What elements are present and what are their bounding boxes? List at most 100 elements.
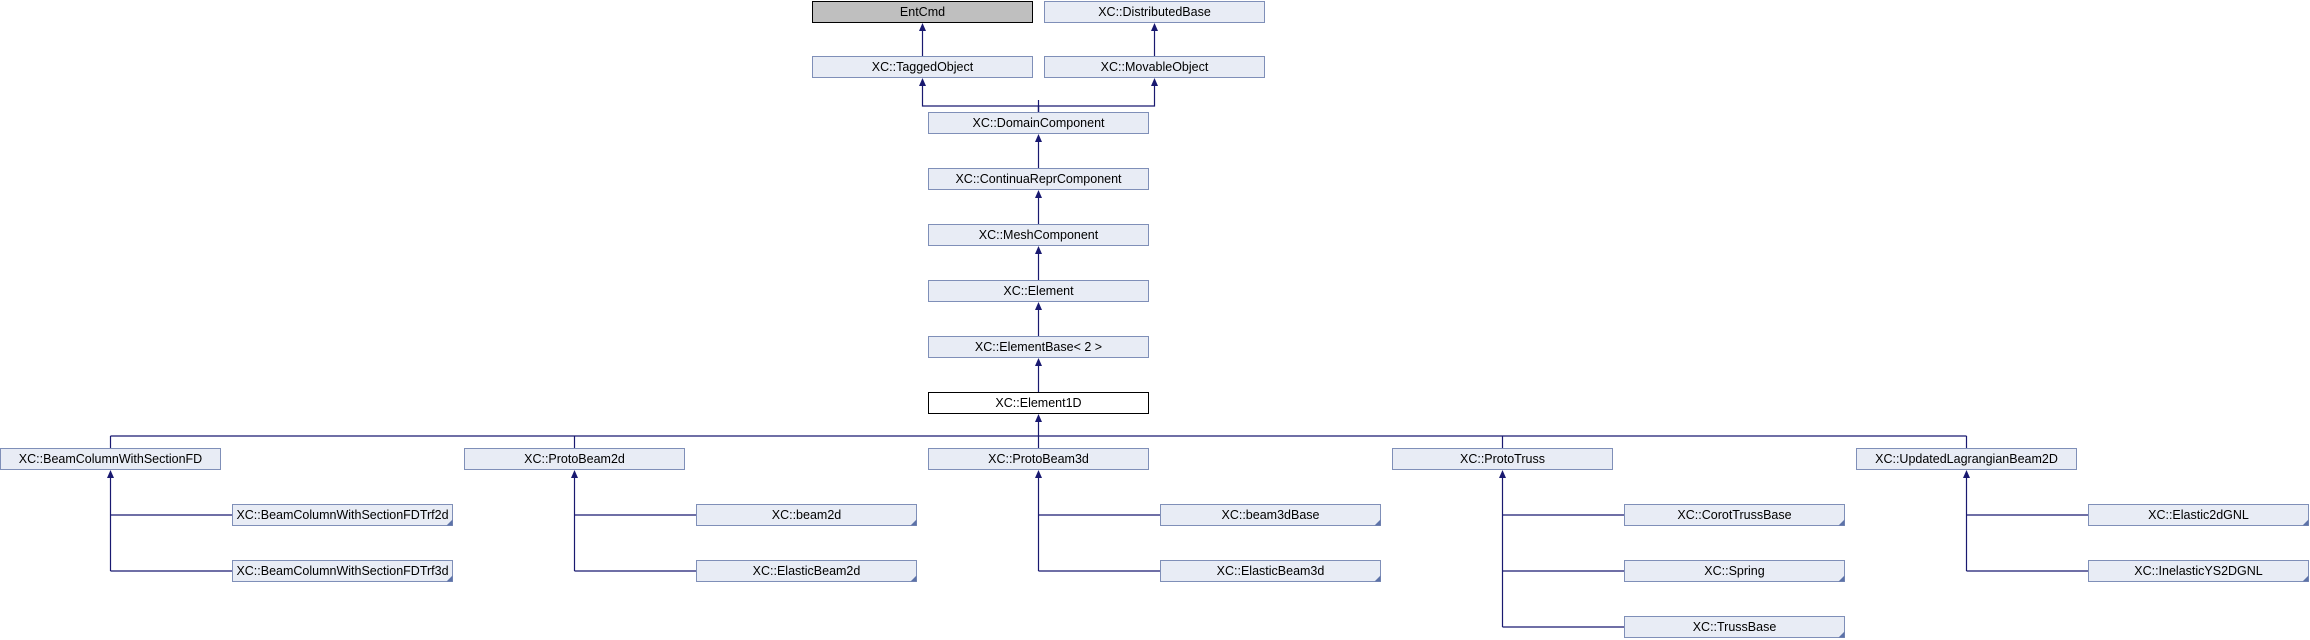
class-node-corottrussbase[interactable]: XC::CorotTrussBase bbox=[1624, 504, 1845, 526]
class-label: XC::BeamColumnWithSectionFDTrf3d bbox=[236, 564, 448, 578]
class-box bbox=[812, 56, 1033, 78]
inheritance-arrowhead bbox=[1151, 78, 1158, 86]
class-box bbox=[1624, 560, 1845, 582]
truncated-marker-icon bbox=[1374, 575, 1381, 582]
class-label: XC::MovableObject bbox=[1101, 60, 1209, 74]
class-box bbox=[928, 392, 1149, 414]
class-box bbox=[464, 448, 685, 470]
inheritance-arrowhead bbox=[1035, 134, 1042, 142]
class-box bbox=[2088, 560, 2309, 582]
class-node-bcwsfdtrf3d[interactable]: XC::BeamColumnWithSectionFDTrf3d bbox=[232, 560, 453, 582]
inheritance-arrowhead bbox=[1035, 358, 1042, 366]
class-label: XC::beam3dBase bbox=[1222, 508, 1320, 522]
class-node-meshcomponent[interactable]: XC::MeshComponent bbox=[928, 224, 1149, 246]
class-label: XC::BeamColumnWithSectionFD bbox=[19, 452, 202, 466]
class-node-element[interactable]: XC::Element bbox=[928, 280, 1149, 302]
class-box bbox=[232, 504, 453, 526]
inheritance-arrowhead bbox=[107, 470, 114, 478]
class-label: XC::Element bbox=[1003, 284, 1074, 298]
class-node-distributedbase[interactable]: XC::DistributedBase bbox=[1044, 1, 1265, 23]
class-label: XC::DomainComponent bbox=[972, 116, 1105, 130]
class-node-taggedobject[interactable]: XC::TaggedObject bbox=[812, 56, 1033, 78]
class-box bbox=[928, 280, 1149, 302]
class-label: XC::TrussBase bbox=[1693, 620, 1777, 634]
class-node-prototruss[interactable]: XC::ProtoTruss bbox=[1392, 448, 1613, 470]
class-label: XC::TaggedObject bbox=[872, 60, 974, 74]
class-node-domaincomponent[interactable]: XC::DomainComponent bbox=[928, 112, 1149, 134]
class-label: XC::InelasticYS2DGNL bbox=[2134, 564, 2263, 578]
class-label: XC::beam2d bbox=[772, 508, 842, 522]
class-node-beam3dbase[interactable]: XC::beam3dBase bbox=[1160, 504, 1381, 526]
class-node-protobeam2d[interactable]: XC::ProtoBeam2d bbox=[464, 448, 685, 470]
class-label: XC::MeshComponent bbox=[979, 228, 1099, 242]
class-box bbox=[1044, 56, 1265, 78]
class-label: XC::Spring bbox=[1704, 564, 1764, 578]
truncated-marker-icon bbox=[1838, 575, 1845, 582]
class-node-beamcolumnwithsectionfd[interactable]: XC::BeamColumnWithSectionFD bbox=[0, 448, 221, 470]
class-box bbox=[812, 1, 1033, 23]
class-node-protobeam3d[interactable]: XC::ProtoBeam3d bbox=[928, 448, 1149, 470]
class-label: XC::ProtoBeam3d bbox=[988, 452, 1089, 466]
inheritance-arrowhead bbox=[1963, 470, 1970, 478]
class-node-beam2d[interactable]: XC::beam2d bbox=[696, 504, 917, 526]
class-node-trussbase[interactable]: XC::TrussBase bbox=[1624, 616, 1845, 638]
class-box bbox=[0, 448, 221, 470]
class-node-inelasticys2dgnl[interactable]: XC::InelasticYS2DGNL bbox=[2088, 560, 2309, 582]
class-node-bcwsfdtrf2d[interactable]: XC::BeamColumnWithSectionFDTrf2d bbox=[232, 504, 453, 526]
class-box bbox=[1160, 560, 1381, 582]
class-box bbox=[1856, 448, 2077, 470]
inheritance-arrowhead bbox=[1035, 190, 1042, 198]
inheritance-edge bbox=[1037, 86, 1156, 113]
class-node-updatedlagrangianbeam2d[interactable]: XC::UpdatedLagrangianBeam2D bbox=[1856, 448, 2077, 470]
class-box bbox=[696, 504, 917, 526]
inheritance-arrowhead bbox=[1035, 470, 1042, 478]
truncated-marker-icon bbox=[2302, 575, 2309, 582]
class-label: XC::BeamColumnWithSectionFDTrf2d bbox=[236, 508, 448, 522]
class-node-entcmd[interactable]: EntCmd bbox=[812, 1, 1033, 23]
truncated-marker-icon bbox=[1374, 519, 1381, 526]
class-box bbox=[928, 168, 1149, 190]
class-box bbox=[2088, 504, 2309, 526]
class-box bbox=[928, 224, 1149, 246]
inheritance-arrowhead bbox=[1499, 470, 1506, 478]
class-node-elasticbeam2d[interactable]: XC::ElasticBeam2d bbox=[696, 560, 917, 582]
class-box bbox=[1160, 504, 1381, 526]
inheritance-arrowhead bbox=[1035, 246, 1042, 254]
class-label: XC::ProtoTruss bbox=[1460, 452, 1545, 466]
class-node-elementbase2[interactable]: XC::ElementBase< 2 > bbox=[928, 336, 1149, 358]
class-label: XC::Element1D bbox=[995, 396, 1081, 410]
class-node-elasticbeam3d[interactable]: XC::ElasticBeam3d bbox=[1160, 560, 1381, 582]
class-box bbox=[1624, 616, 1845, 638]
truncated-marker-icon bbox=[2302, 519, 2309, 526]
class-box bbox=[232, 560, 453, 582]
class-box bbox=[928, 336, 1149, 358]
truncated-marker-icon bbox=[1838, 631, 1845, 638]
class-node-element1d[interactable]: XC::Element1D bbox=[928, 392, 1149, 414]
class-box bbox=[1044, 1, 1265, 23]
truncated-marker-icon bbox=[910, 575, 917, 582]
class-box bbox=[928, 448, 1149, 470]
class-node-elastic2dgnl[interactable]: XC::Elastic2dGNL bbox=[2088, 504, 2309, 526]
class-box bbox=[1624, 504, 1845, 526]
class-label: XC::UpdatedLagrangianBeam2D bbox=[1875, 452, 2058, 466]
inheritance-arrowhead bbox=[919, 23, 926, 31]
class-box bbox=[928, 112, 1149, 134]
class-node-continuareprcomponent[interactable]: XC::ContinuaReprComponent bbox=[928, 168, 1149, 190]
class-label: XC::Elastic2dGNL bbox=[2148, 508, 2249, 522]
class-label: XC::ElasticBeam2d bbox=[753, 564, 861, 578]
inheritance-arrowhead bbox=[919, 78, 926, 86]
inheritance-edge bbox=[921, 86, 1040, 113]
class-node-movableobject[interactable]: XC::MovableObject bbox=[1044, 56, 1265, 78]
inheritance-arrowhead bbox=[1035, 414, 1042, 422]
truncated-marker-icon bbox=[1838, 519, 1845, 526]
class-node-spring[interactable]: XC::Spring bbox=[1624, 560, 1845, 582]
class-label: XC::ProtoBeam2d bbox=[524, 452, 625, 466]
class-box bbox=[1392, 448, 1613, 470]
inheritance-arrowhead bbox=[1035, 302, 1042, 310]
inheritance-arrowhead bbox=[571, 470, 578, 478]
class-label: EntCmd bbox=[900, 5, 945, 19]
class-box bbox=[696, 560, 917, 582]
truncated-marker-icon bbox=[446, 575, 453, 582]
